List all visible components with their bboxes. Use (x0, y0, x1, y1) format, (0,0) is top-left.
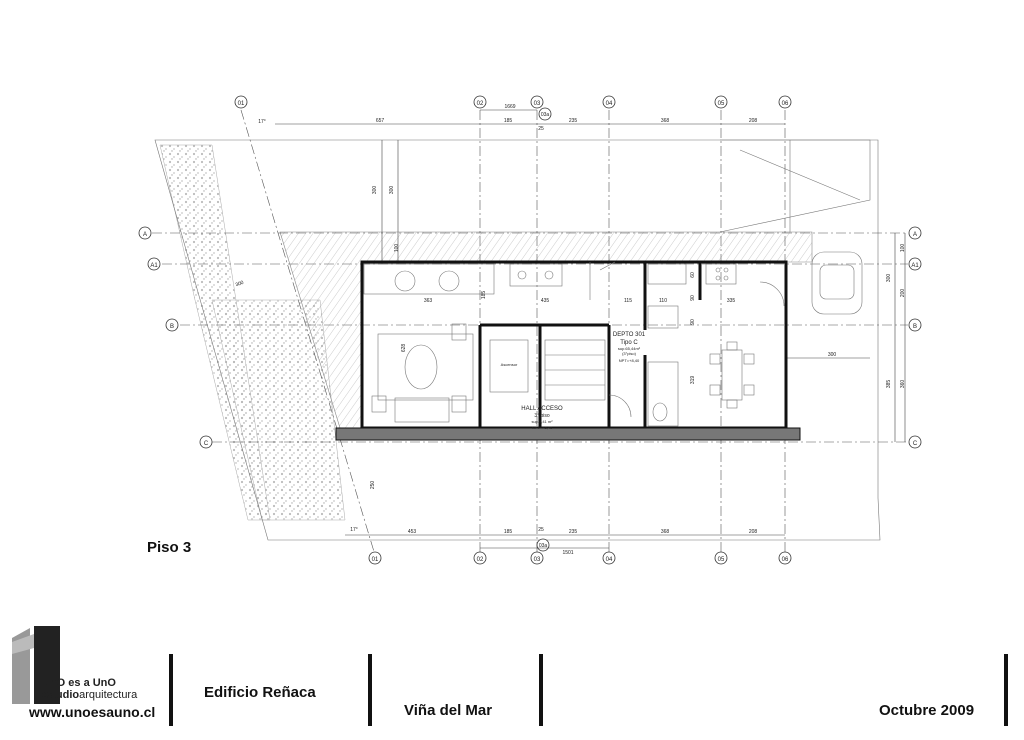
axis-label-05: 05 (718, 101, 725, 107)
svg-text:300: 300 (372, 186, 378, 195)
svg-text:360: 360 (900, 380, 906, 389)
bottom-dimensions: 453 185 235 368 208 25 1501 17° (345, 527, 785, 556)
svg-text:115: 115 (624, 298, 632, 304)
svg-text:453: 453 (408, 529, 417, 535)
svg-text:90: 90 (690, 319, 696, 325)
car-outline (811, 251, 863, 315)
svg-text:A1: A1 (150, 263, 158, 269)
hall-level: NPT=+8,40 (532, 425, 553, 430)
date: Octubre 2009 (879, 702, 975, 719)
right-dimensions: 100 300 200 385 360 300 (785, 233, 906, 442)
city-name: Viña del Mar (404, 702, 493, 719)
right-axis-bubbles: A A1 B C (908, 226, 922, 449)
walls (335, 260, 801, 441)
axis-label-02: 02 (477, 101, 484, 107)
svg-text:628: 628 (401, 344, 407, 353)
top-axis-bubbles: 01 02 03 03a 04 05 06 (234, 95, 792, 121)
unit-type: Tipo C (620, 340, 638, 346)
svg-text:657: 657 (376, 118, 385, 124)
svg-text:368: 368 (661, 529, 670, 535)
svg-text:235: 235 (569, 118, 578, 124)
svg-text:06: 06 (782, 557, 789, 563)
logo-line2: arquitectura (79, 689, 138, 701)
svg-text:90: 90 (690, 295, 696, 301)
svg-text:435: 435 (541, 298, 550, 304)
unit-name: DEPTO 301 (613, 332, 646, 338)
gravel-strip-lower (211, 299, 346, 521)
project-name: Edificio Reñaca (204, 684, 316, 701)
axis-label-04: 04 (606, 101, 613, 107)
hall-floor: 3° piso (534, 413, 550, 419)
left-dimensions: 300 300 100 300 250 (235, 140, 400, 489)
axis-label-03: 03 (534, 101, 541, 107)
axis-label-03a: 03a (541, 112, 550, 118)
svg-text:A: A (913, 232, 917, 238)
svg-text:25: 25 (538, 527, 544, 533)
divider-3 (539, 654, 543, 726)
svg-text:300: 300 (886, 274, 892, 283)
svg-text:385: 385 (886, 380, 892, 389)
top-dimensions: 1669 657 185 235 368 208 25 17° (258, 104, 785, 132)
logo-line1: UnO es a UnO (42, 677, 116, 689)
svg-text:300: 300 (389, 186, 395, 195)
axis-label-06: 06 (782, 101, 789, 107)
svg-text:208: 208 (749, 529, 758, 535)
svg-text:110: 110 (659, 298, 667, 304)
svg-text:368: 368 (661, 118, 670, 124)
bottom-axis-bubbles: 01 02 03 03a 04 05 06 (368, 538, 792, 565)
elevator-label: Ascensor (501, 362, 518, 367)
svg-text:300: 300 (828, 352, 837, 358)
hall-area: sup.5,41 m² (531, 419, 553, 424)
svg-text:335: 335 (727, 298, 736, 304)
logo-line2-bold: estudio (40, 689, 79, 701)
studio-logo: UnO es a UnO estudioarquitectura (12, 626, 138, 704)
svg-text:C: C (913, 441, 918, 447)
svg-text:1501: 1501 (562, 550, 573, 556)
svg-text:01: 01 (372, 557, 379, 563)
svg-text:319: 319 (690, 376, 696, 385)
svg-text:25: 25 (538, 126, 544, 132)
room-labels: 363 185 435 115 110 335 60 90 90 628 319… (401, 272, 735, 430)
divider-4 (1004, 654, 1008, 726)
svg-text:02: 02 (477, 557, 484, 563)
svg-text:17°: 17° (350, 527, 358, 533)
hall-name: HALL ACCESO (521, 406, 563, 412)
unit-level: NPT=+8,40 (619, 358, 640, 363)
svg-text:B: B (913, 324, 917, 330)
svg-text:100: 100 (394, 244, 400, 253)
svg-text:250: 250 (370, 481, 376, 490)
furniture (363, 261, 785, 427)
svg-text:B: B (170, 324, 174, 330)
svg-text:208: 208 (749, 118, 758, 124)
svg-text:A: A (143, 232, 147, 238)
divider-1 (169, 654, 173, 726)
svg-text:04: 04 (606, 557, 613, 563)
axis-label-01: 01 (238, 101, 245, 107)
unit-area: sup.65,44m² (618, 346, 641, 351)
svg-text:363: 363 (424, 298, 433, 304)
floor-plan-drawing: 01 02 03 03a 04 05 06 01 02 03 03a 04 05… (138, 95, 922, 565)
svg-text:200: 200 (900, 289, 906, 298)
unit-floor: (3°piso) (622, 351, 636, 356)
svg-text:17°: 17° (258, 119, 266, 125)
svg-text:235: 235 (569, 529, 578, 535)
svg-text:185: 185 (481, 291, 487, 300)
svg-text:03a: 03a (539, 543, 548, 549)
svg-text:185: 185 (504, 118, 513, 124)
svg-text:03: 03 (534, 557, 541, 563)
svg-text:estudioarquitectura: estudioarquitectura (40, 689, 138, 701)
left-axis-bubbles: A A1 B C (138, 226, 213, 449)
svg-text:1669: 1669 (504, 104, 515, 110)
plan-title: Piso 3 (147, 539, 191, 556)
svg-text:100: 100 (900, 244, 906, 253)
canopy-lines (719, 139, 871, 233)
svg-text:300: 300 (235, 280, 245, 289)
svg-text:C: C (204, 441, 209, 447)
svg-text:185: 185 (504, 529, 513, 535)
website-link[interactable]: www.unoesauno.cl (29, 704, 156, 720)
svg-text:A1: A1 (911, 263, 919, 269)
svg-text:05: 05 (718, 557, 725, 563)
divider-2 (368, 654, 372, 726)
svg-text:60: 60 (690, 272, 696, 278)
